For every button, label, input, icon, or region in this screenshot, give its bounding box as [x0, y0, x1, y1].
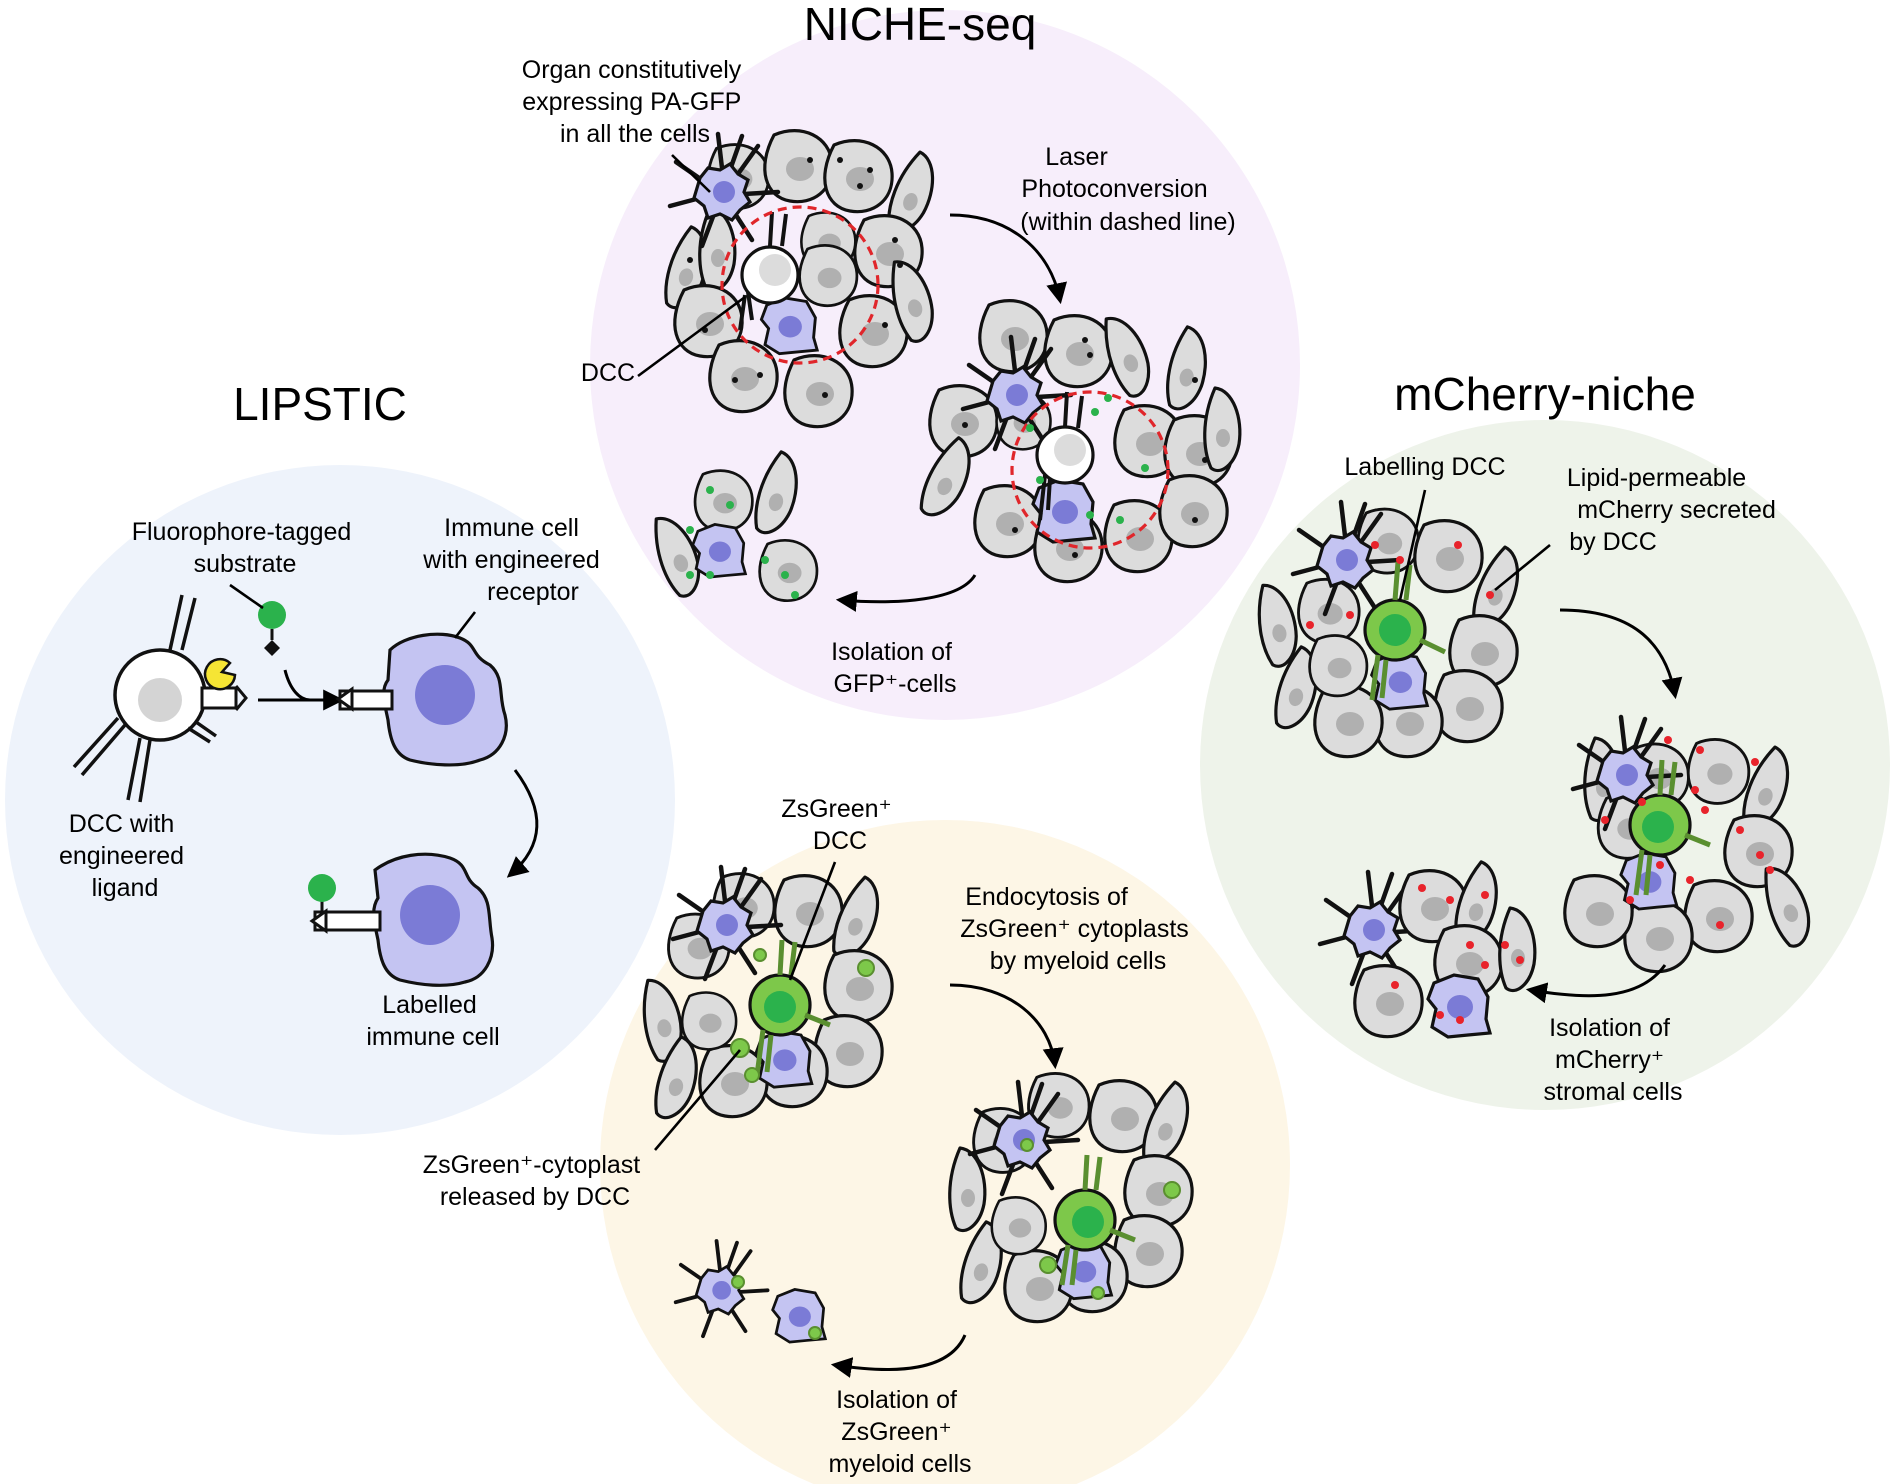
mcherry-isolation-label: Isolation of mCherry⁺ stromal cells — [1544, 1014, 1683, 1106]
immune-cell-receptor — [335, 632, 508, 767]
mcherry-isolated-cells — [1320, 857, 1537, 1039]
mcherry-tissue-2 — [1563, 717, 1820, 974]
photoconversion-region — [720, 205, 880, 365]
niche-seq-tissue-2 — [912, 299, 1242, 584]
niche-seq-isolated-cells — [644, 447, 819, 603]
immune-cell-pointer — [453, 611, 477, 639]
immune-cell-label: Immune cell with engineered receptor — [422, 514, 606, 606]
arrow-zsgreen-isolation — [830, 1334, 967, 1378]
arrow-mcherry-secretion — [1559, 608, 1683, 700]
niche-seq-title: NICHE-seq — [804, 0, 1037, 50]
substrate-pointer — [229, 583, 264, 610]
laser-label: Laser Photoconversion (within dashed lin… — [1020, 143, 1235, 236]
dcc-label-niche: DCC — [581, 359, 635, 387]
zsgreen-dcc-label: ZsGreen⁺ DCC — [781, 795, 898, 855]
zsgreen-isolation-label: Isolation of ZsGreen⁺ myeloid cells — [828, 1386, 971, 1478]
substrate-label: Fluorophore-tagged substrate — [132, 518, 359, 578]
zsgreen-dcc-pointer — [788, 861, 837, 981]
dcc-ligand-label: DCC with engineered ligand — [59, 810, 191, 902]
lipid-mcherry-label: Lipid-permeable mCherry secreted by DCC — [1567, 464, 1783, 556]
dcc-pointer-niche — [637, 295, 746, 378]
arrow-labelling — [506, 769, 539, 878]
zsgreen-tissue-1 — [636, 867, 894, 1125]
labelling-dcc-label: Labelling DCC — [1344, 453, 1505, 481]
endocytosis-label: Endocytosis of ZsGreen⁺ cytoplasts by my… — [960, 883, 1196, 975]
lipstic-title: LIPSTIC — [233, 378, 407, 430]
lipid-mcherry-pointer — [1494, 543, 1551, 592]
labelling-dcc-pointer — [1398, 489, 1427, 601]
cytoplast-label: ZsGreen⁺-cytoplast released by DCC — [423, 1151, 647, 1211]
mcherry-tissue-1 — [1251, 502, 1530, 759]
lipstic-substrate — [258, 601, 286, 656]
isolation-gfp-label: Isolation of GFP⁺-cells — [831, 638, 959, 698]
photoconversion-region-2 — [1010, 390, 1170, 550]
cytoplast-pointer — [654, 1049, 741, 1151]
zsgreen-tissue-2 — [948, 1071, 1200, 1324]
arrow-endocytosis — [949, 983, 1064, 1070]
lipstic-dcc — [72, 594, 248, 803]
mcherry-niche-title: mCherry-niche — [1394, 368, 1696, 420]
labelled-cell-label: Labelled immune cell — [366, 991, 499, 1051]
arrow-mcherry-isolation — [1525, 964, 1667, 1004]
organ-label: Organ constitutively expressing PA-GFP i… — [522, 56, 749, 148]
enzyme-pacman — [203, 658, 237, 691]
arrow-laser — [949, 213, 1067, 305]
zsgreen-isolated-cells — [673, 1239, 827, 1344]
arrow-isolation-gfp — [835, 574, 977, 612]
labelled-immune-cell — [308, 852, 495, 987]
niche-seq-tissue-1 — [658, 129, 945, 429]
organ-pointer — [671, 154, 711, 193]
